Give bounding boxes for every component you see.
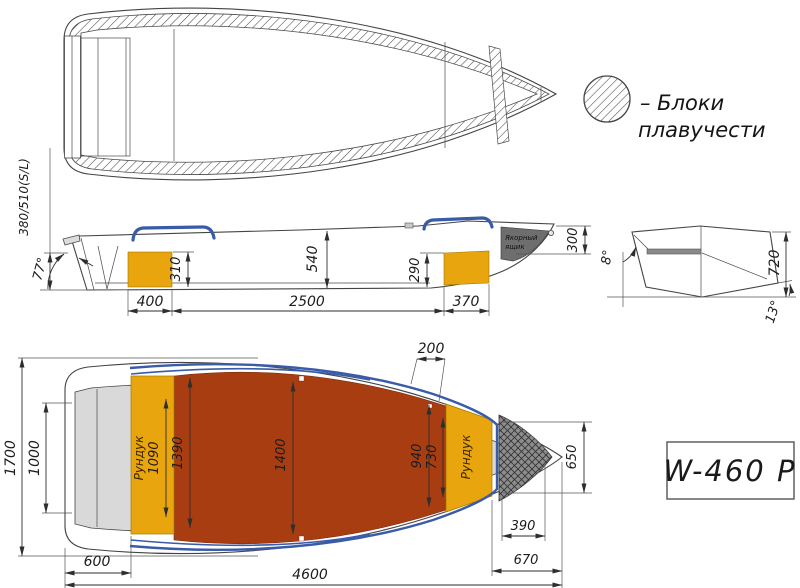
bow-handle-rail [422,216,494,231]
bow-locker-label: Рундук [459,434,473,480]
dim-1700: 1700 [3,440,19,476]
model-label-text: W-460 P [664,454,797,488]
dim-310: 310 [169,257,184,282]
anchor-locker-bottom [498,414,553,502]
dim-200-ext-a [410,358,418,385]
dim-290: 290 [408,258,423,283]
dim-200-ext-b [438,358,446,402]
legend: – Блоки плавучести [583,75,766,142]
anchor-box-label-1: Якорный [504,234,538,242]
dim-300: 300 [566,228,581,253]
angle-13-ext [777,280,793,284]
dim-400: 400 [137,294,164,310]
side-view: Якорный ящик 77° 380/510(S/L) 540 310 29… [17,148,591,316]
floor-fastener-b [298,535,305,542]
dim-650: 650 [565,445,580,470]
floor-fastener-a [298,375,305,382]
bow-buoyancy-block-side [443,250,490,286]
stern-cap-side [62,234,81,246]
gunwale-rail-bottom-inner [130,533,371,547]
top-plan-view [63,7,558,181]
gunwale-rail-top-inner [130,367,371,381]
model-label-box: W-460 P [664,441,797,500]
angle-77-leader [78,257,94,267]
stern-buoyancy-block-side [127,251,173,288]
dim-730: 730 [425,445,440,470]
dim-1400: 1400 [274,438,289,471]
angle-13-arc [788,283,795,297]
gunwale-rail-top [129,363,498,426]
cleat [404,222,414,229]
dim-720: 720 [767,250,783,277]
dim-390: 390 [511,519,536,534]
transom-top [64,35,81,159]
cockpit-area-top [80,25,539,163]
buoyancy-sample-icon [583,75,631,123]
gunwale-rail-bottom [129,488,498,551]
hull-outline-top [63,7,558,181]
legend-line2: плавучести [638,118,766,142]
dim-670: 670 [514,553,539,568]
section-bench [646,248,702,255]
dim-940: 940 [410,444,425,469]
model-label-frame [666,441,795,500]
transom-knee-b [106,245,119,290]
bottom-plan-view: 1700 1000 Рундук 1090 1390 1400 200 940 … [3,341,592,588]
dim-4600: 4600 [292,567,328,583]
legend-line1: – Блоки [640,91,724,115]
stern-locker-label: Рундук [132,435,146,481]
stern-seat-top [80,37,131,157]
dim-540: 540 [305,246,321,273]
dim-1090: 1090 [147,441,162,474]
dim-1000: 1000 [27,440,43,476]
dim-200: 200 [418,341,445,357]
anchor-box-label-2: ящик [505,243,525,251]
dim-deadrise: 13° [763,299,784,326]
dim-transom-angle: 77° [30,256,50,282]
section-view: 8° 13° 720 [599,225,796,326]
dim-600: 600 [84,554,111,570]
section-seam [701,252,768,280]
dim-heel-angle: 8° [599,249,616,266]
section-gunwale-slant [633,234,649,250]
transom-knee-a [97,245,108,290]
dim-1390: 1390 [171,436,186,469]
bow-locker-block [445,403,493,513]
bow-eye [548,229,555,236]
hull-outline-side [71,220,555,291]
angle-8-arc [622,246,637,263]
dim-transom-height: 380/510(S/L) [17,158,31,236]
dim-370: 370 [453,294,480,310]
stern-handle-rail [131,225,216,242]
floor-red [173,371,447,545]
transom-inner-side [80,237,95,291]
section-outline [631,225,779,298]
dim-2500: 2500 [289,294,325,310]
bow-bulkhead-hatch [488,45,510,145]
